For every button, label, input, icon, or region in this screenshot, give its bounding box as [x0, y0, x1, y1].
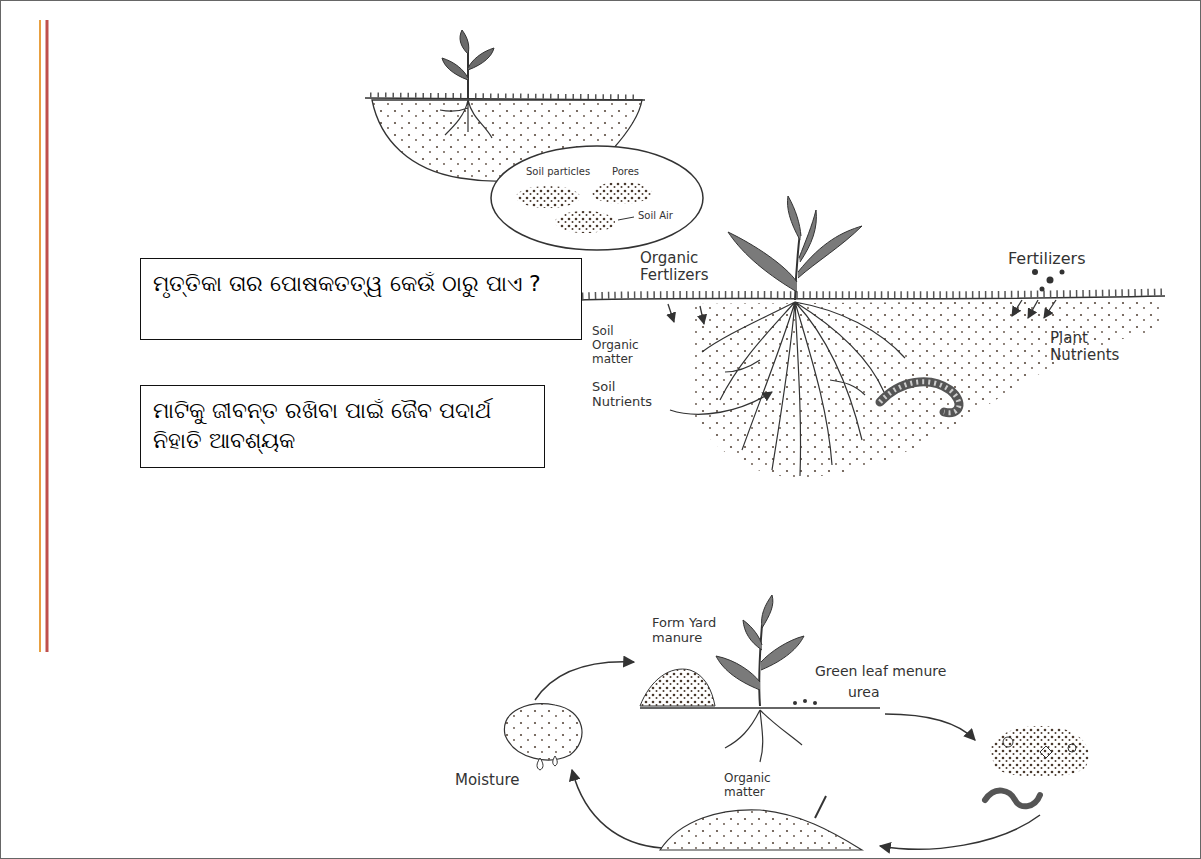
illustration-label: Organic matter: [724, 772, 790, 800]
box-text: ମାଟିକୁ ଜୀବନ୍ତ ରଖିବା ପାଇଁ ଜୈବ ପଦାର୍ଥ ନିହା…: [153, 396, 532, 455]
illustration-label: Organic Fertlizers: [640, 250, 732, 285]
illustration-label: Plant Nutrients: [1050, 330, 1135, 365]
illustration-label: Fertilizers: [1008, 250, 1086, 268]
illustration-label: Pores: [612, 166, 639, 178]
illustration-label: Green leaf menure: [815, 663, 946, 679]
illustration-label: Soil particles: [526, 166, 590, 178]
text-box: ମାଟିକୁ ଜୀବନ୍ତ ରଖିବା ପାଇଁ ଜୈବ ପଦାର୍ଥ ନିହା…: [140, 385, 545, 468]
illustration-label: Soil Nutrients: [592, 380, 664, 410]
illustration-label: Soil Air: [638, 210, 673, 222]
illustration-label: Moisture: [455, 772, 520, 789]
illustration-label: Form Yard manure: [652, 616, 732, 646]
text-box: ମୃତ୍ତିକା ତାର ପୋଷକତତ୍ୱ କେଉଁ ଠାରୁ ପାଏ ?: [140, 258, 582, 340]
box-text: ମୃତ୍ତିକା ତାର ପୋଷକତତ୍ୱ କେଉଁ ଠାରୁ ପାଏ ?: [153, 269, 569, 299]
illustration-label: urea: [848, 684, 880, 700]
illustration-label: Soil Organic matter: [592, 325, 654, 366]
